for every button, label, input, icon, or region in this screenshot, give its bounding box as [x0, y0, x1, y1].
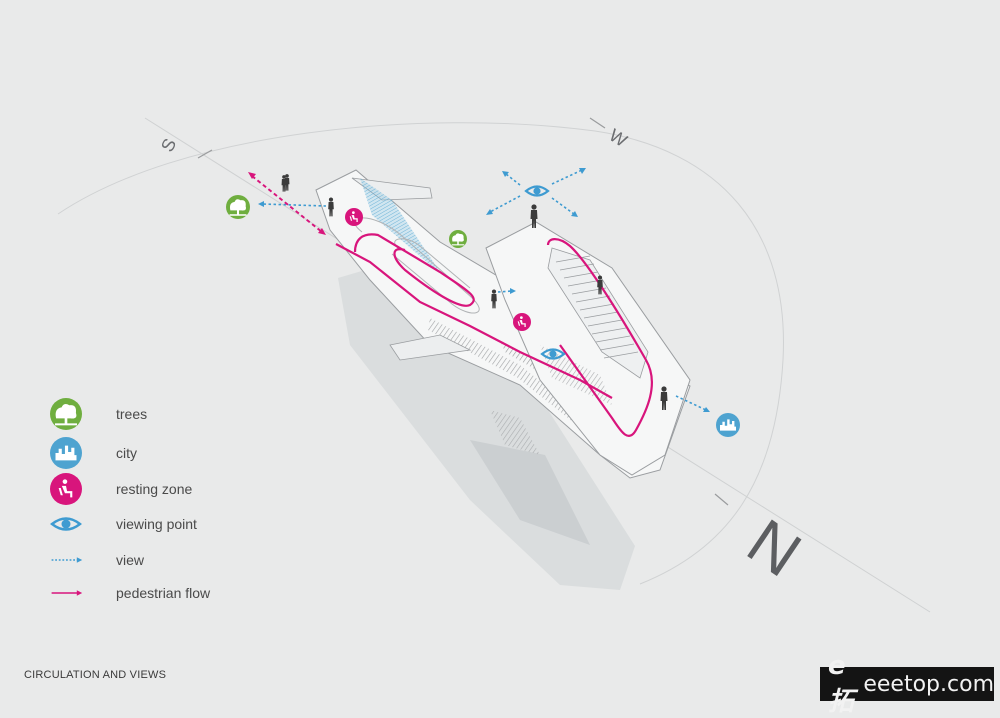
legend-row-trees: trees: [48, 396, 147, 432]
legend-row-resting-zone: resting zone: [48, 471, 192, 507]
solid-arrow-icon: [48, 575, 84, 611]
resting-zone-icon: [513, 313, 531, 331]
diagram-caption: CIRCULATION AND VIEWS: [24, 669, 167, 681]
trees-icon: [226, 195, 250, 219]
compass-north: N: [735, 505, 814, 591]
resting-zone-icon: [48, 471, 84, 507]
view-arrowheads: [258, 168, 710, 412]
view-arrows: [261, 169, 707, 411]
city-icon: [48, 435, 84, 471]
watermark: e拓 eeetop.com: [820, 651, 994, 717]
dotted-arrow-icon: [48, 542, 84, 578]
legend-label-city: city: [116, 445, 137, 461]
legend-label-viewing-point: viewing point: [116, 516, 197, 532]
stairs: [555, 255, 639, 359]
trees-icon: [449, 230, 467, 248]
legend-row-city: city: [48, 435, 137, 471]
eye-icon: [48, 506, 84, 542]
building: [315, 169, 691, 479]
legend-label-view: view: [116, 552, 145, 568]
city-icon: [716, 413, 740, 437]
watermark-text: eeetop.com: [863, 671, 994, 697]
legend-label-pedestrian-flow: pedestrian flow: [116, 585, 211, 601]
compass-west: W: [606, 125, 631, 151]
legend-row-view: view: [48, 542, 144, 578]
pedestrian-flow-paths: [335, 233, 653, 437]
viewing-point-icon: [524, 185, 550, 197]
resting-zone-icon: [345, 208, 363, 226]
trees-icon: [48, 396, 84, 432]
pedestrian-dashed-arrow: [248, 172, 326, 235]
legend-label-resting-zone: resting zone: [116, 481, 193, 497]
legend-row-viewing-point: viewing point: [48, 506, 197, 542]
legend-label-trees: trees: [116, 406, 148, 422]
legend-row-pedestrian-flow: pedestrian flow: [48, 575, 210, 611]
watermark-logo: e拓: [828, 650, 855, 717]
